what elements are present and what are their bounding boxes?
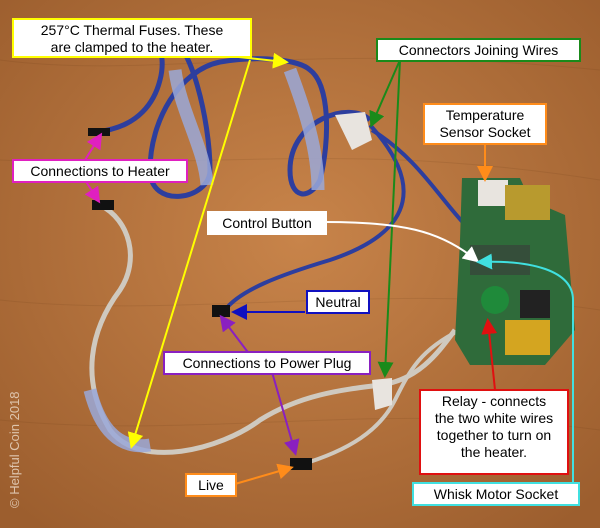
label-connectors-joining-wires: Connectors Joining Wires xyxy=(376,38,581,62)
relay-arrow xyxy=(481,318,498,391)
thermal-fuse-sleeve-right xyxy=(283,67,325,191)
connectors-joining-text: Connectors Joining Wires xyxy=(398,42,559,58)
blue-wire-neutral xyxy=(223,123,406,312)
connector-arrow-lower xyxy=(377,59,401,378)
button-arrow xyxy=(324,221,480,263)
heater-connection-lower xyxy=(92,200,114,210)
heater-connection-upper xyxy=(88,128,110,136)
thermal-fuses-line-2: are clamped to the heater. xyxy=(50,39,214,55)
live-plug-end xyxy=(290,458,312,470)
power-arrow-lower xyxy=(269,364,300,456)
heater-arrow-lower xyxy=(84,179,101,204)
neutral-text: Neutral xyxy=(315,294,361,310)
heater-arrow-upper xyxy=(84,132,103,161)
label-temperature-sensor: Temperature Sensor Socket xyxy=(423,103,547,145)
temperature-sensor-line-2: Sensor Socket xyxy=(439,124,531,140)
relay-line-3: together to turn on xyxy=(436,427,552,443)
fuse-arrow-lower xyxy=(127,59,251,449)
blue-wire-board xyxy=(370,128,472,232)
label-neutral: Neutral xyxy=(306,290,370,314)
label-live: Live xyxy=(185,473,237,497)
connector-arrow-upper xyxy=(369,59,401,128)
live-text: Live xyxy=(198,477,224,493)
whisk-motor-text: Whisk Motor Socket xyxy=(433,486,559,502)
thermal-fuse-sleeve-left xyxy=(168,69,214,186)
power-arrow-upper xyxy=(219,314,251,356)
relay-line-1: Relay - connects xyxy=(441,393,547,409)
connector-lower xyxy=(372,378,392,410)
relay-line-2: the two white wires xyxy=(434,410,554,426)
thermal-fuses-line-1: 257°C Thermal Fuses. These xyxy=(40,22,224,38)
copyright-watermark: © Helpful Coin 2018 xyxy=(7,391,22,508)
temperature-sensor-line-1: Temperature xyxy=(445,107,525,123)
label-connections-to-heater: Connections to Heater xyxy=(12,159,188,183)
whisk-arrow xyxy=(476,253,574,482)
label-whisk-motor-socket: Whisk Motor Socket xyxy=(412,482,580,506)
label-thermal-fuses: 257°C Thermal Fuses. These are clamped t… xyxy=(12,18,252,58)
label-relay: Relay - connects the two white wires tog… xyxy=(419,389,569,475)
label-connections-to-power-plug: Connections to Power Plug xyxy=(163,351,371,375)
control-button-text: Control Button xyxy=(222,215,312,231)
white-wire-live xyxy=(299,328,461,467)
relay-line-4: the heater. xyxy=(460,444,528,460)
connections-power-text: Connections to Power Plug xyxy=(182,355,352,371)
live-arrow xyxy=(234,463,294,485)
connector-upper xyxy=(335,112,372,150)
label-control-button: Control Button xyxy=(207,211,327,235)
neutral-plug-end xyxy=(212,305,230,317)
connections-heater-text: Connections to Heater xyxy=(30,163,170,179)
